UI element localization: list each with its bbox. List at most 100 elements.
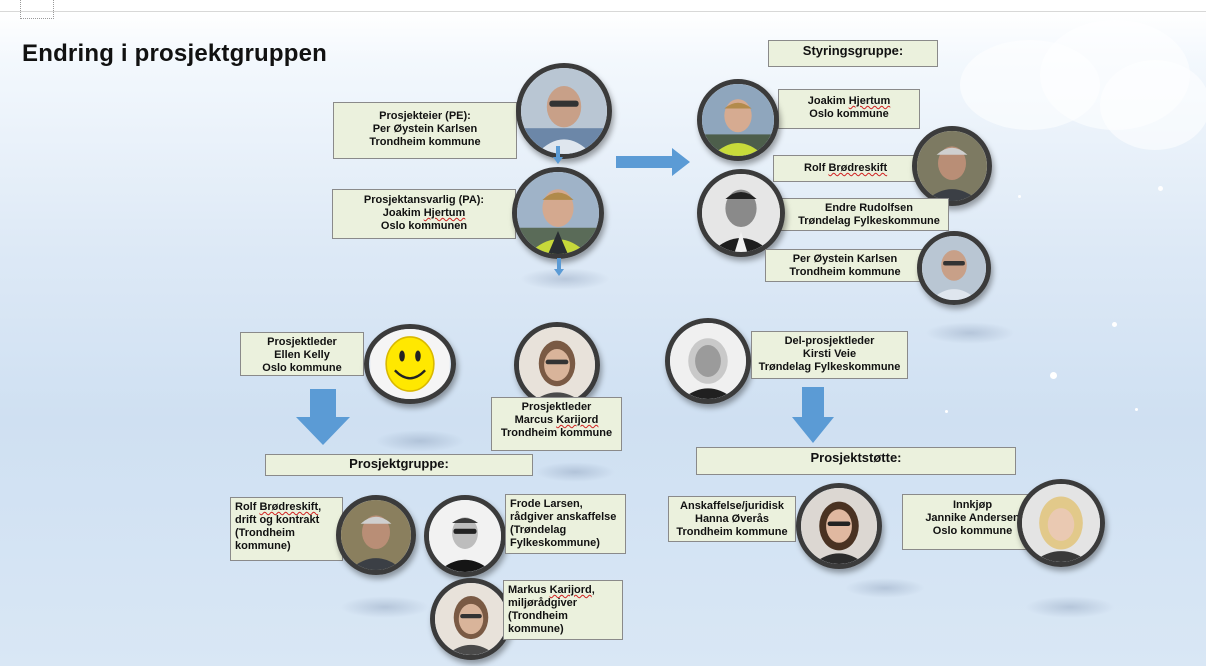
person-name: Ellen Kelly <box>274 349 330 361</box>
person-photo-avatar <box>665 318 751 404</box>
gruppe-markus-box: Markus Karijord, miljørådgiver (Trondhei… <box>503 580 623 640</box>
person-name: Endre Rudolfsen <box>824 202 913 214</box>
cloud-shape <box>1100 60 1206 150</box>
portrait-shadow <box>375 430 465 452</box>
person-name: Jannike Andersen <box>925 512 1020 524</box>
last-name: Karijord <box>556 414 599 426</box>
arrow-right-icon <box>616 148 690 176</box>
gruppe-frode-box: Frode Larsen, rådgiver anskaffelse (Trøn… <box>505 494 626 554</box>
first-name: Marcus <box>514 414 557 426</box>
role-label: Prosjektansvarlig (PA): <box>363 194 485 206</box>
organization: Trondheim kommune <box>676 526 788 538</box>
smiley-icon <box>364 324 456 404</box>
person-photo-avatar <box>697 169 785 257</box>
organization: Oslo kommune <box>809 108 889 120</box>
last-name: Brødreskift <box>828 162 888 174</box>
organization: (Trondheim <box>235 527 295 539</box>
person-name: Rolf Brødreskift, <box>235 501 338 514</box>
person-photo-avatar <box>512 167 604 259</box>
first-name: Rolf <box>235 501 260 513</box>
person-photo-avatar <box>697 79 779 161</box>
person-photo-avatar <box>424 495 506 577</box>
portrait-shadow <box>340 596 430 618</box>
arrow-down-icon <box>554 258 564 276</box>
styring-joakim-box: Joakim Hjertum Oslo kommune <box>778 89 920 129</box>
portrait-shadow <box>1025 596 1115 618</box>
delprosjektleder-kirsti-box: Del-prosjektleder Kirsti Veie Trøndelag … <box>751 331 908 379</box>
role-label: Prosjektleder <box>521 401 592 413</box>
sparkle-dot <box>1050 372 1057 379</box>
organization: (Trondheim <box>508 610 568 622</box>
styring-rolf-box: Rolf Brødreskift <box>773 155 920 182</box>
last-name: Karijord <box>549 584 592 596</box>
styring-endre-box: Endre Rudolfsen Trøndelag Fylkeskommune <box>773 198 949 231</box>
prosjektstotte-header: Prosjektstøtte: <box>696 447 1016 475</box>
person-photo-avatar <box>912 126 992 206</box>
person-name: Rolf Brødreskift <box>804 162 915 175</box>
person-name: Per Øystein Karlsen <box>372 123 478 135</box>
role-label: miljørådgiver <box>508 597 578 609</box>
sparkle-dot <box>1158 186 1163 191</box>
organization: kommune) <box>235 540 291 552</box>
prosjektleder-marcus-box: Prosjektleder Marcus Karijord Trondheim … <box>491 397 622 451</box>
arrow-down-icon <box>296 389 350 445</box>
person-name: Marcus Karijord <box>496 414 617 427</box>
first-name: Joakim <box>382 207 424 219</box>
last-name: Brødreskift <box>259 501 319 513</box>
sparkle-dot <box>945 410 948 413</box>
role-label: rådgiver anskaffelse <box>510 511 617 523</box>
role-label: drift og kontrakt <box>235 514 320 526</box>
organization: Trondheim kommune <box>369 136 481 148</box>
prosjektansvarlig-box: Prosjektansvarlig (PA): Joakim Hjertum O… <box>332 189 516 239</box>
first-name: Markus <box>508 584 550 596</box>
sparkle-dot <box>1018 195 1021 198</box>
role-label: Prosjektleder <box>267 336 337 348</box>
comma: , <box>318 501 322 513</box>
arrow-down-icon <box>553 146 563 164</box>
portrait-shadow <box>535 462 615 482</box>
person-photo-avatar <box>516 63 612 159</box>
portrait-shadow <box>925 322 1015 344</box>
person-name: Hanna Øverås <box>695 513 769 525</box>
person-name: Joakim Hjertum <box>337 207 511 220</box>
organization: kommune) <box>508 623 564 635</box>
person-photo-avatar <box>336 495 416 575</box>
organization: Fylkeskommune) <box>510 537 600 549</box>
page-title: Endring i prosjektgruppen <box>22 40 328 67</box>
styring-per-box: Per Øystein Karlsen Trondheim kommune <box>765 249 925 282</box>
gruppe-rolf-box: Rolf Brødreskift, drift og kontrakt (Tro… <box>230 497 343 561</box>
placeholder-corner <box>20 0 54 19</box>
organization: Trøndelag Fylkeskommune <box>758 361 901 373</box>
role-label: Innkjøp <box>952 499 993 511</box>
styringsgruppe-header: Styringsgruppe: <box>768 40 938 67</box>
person-name: Markus Karijord, <box>508 584 618 597</box>
person-name: Frode Larsen, <box>510 498 583 510</box>
person-photo-avatar <box>796 483 882 569</box>
organization: Trøndelag Fylkeskommune <box>798 215 940 227</box>
last-name: Hjertum <box>423 207 466 219</box>
arrow-down-icon <box>792 387 834 443</box>
stotte-hanna-box: Anskaffelse/juridisk Hanna Øverås Trondh… <box>668 496 796 542</box>
person-name: Joakim Hjertum <box>783 95 915 108</box>
portrait-shadow <box>845 578 925 598</box>
first-name: Joakim <box>807 95 849 107</box>
organization: Oslo kommunen <box>380 220 468 232</box>
prosjektgruppe-header: Prosjektgruppe: <box>265 454 533 476</box>
prosjektleder-ellen-box: Prosjektleder Ellen Kelly Oslo kommune <box>240 332 364 376</box>
organization: (Trøndelag <box>510 524 567 536</box>
portrait-shadow <box>520 268 610 290</box>
person-photo-avatar <box>514 322 600 408</box>
role-label: Anskaffelse/juridisk <box>680 500 784 512</box>
person-photo-avatar <box>917 231 991 305</box>
organization: Oslo kommune <box>932 525 1013 537</box>
role-label: Prosjekteier (PE): <box>379 110 471 122</box>
comma: , <box>591 584 595 596</box>
person-photo-avatar <box>430 578 512 660</box>
last-name: Hjertum <box>848 95 891 107</box>
first-name: Rolf <box>804 162 829 174</box>
organization: Oslo kommune <box>262 362 342 374</box>
person-name: Kirsti Veie <box>802 348 857 360</box>
organization: Trondheim kommune <box>500 427 613 439</box>
prosjekteier-box: Prosjekteier (PE): Per Øystein Karlsen T… <box>333 102 517 159</box>
